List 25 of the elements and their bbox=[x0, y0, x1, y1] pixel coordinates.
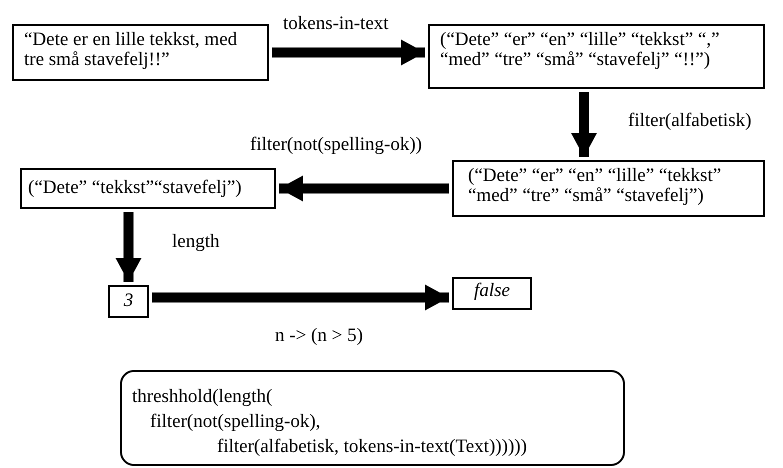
edge-label: length bbox=[172, 232, 220, 251]
edge-label: n -> (n > 5) bbox=[275, 326, 363, 345]
list-box bbox=[20, 168, 276, 209]
value-box bbox=[108, 285, 149, 318]
block-arrow bbox=[279, 176, 449, 202]
block-arrow bbox=[272, 40, 425, 66]
list-box bbox=[428, 24, 765, 89]
value-box bbox=[452, 277, 532, 310]
node-text: (“Dete” “er” “en” “lille” “tekkst” “,” “med” “tre” “små” “stavefelj” “!!”) bbox=[440, 30, 721, 70]
edge-label: tokens-in-text bbox=[283, 14, 389, 33]
code-text: threshhold(length( bbox=[132, 385, 274, 409]
edge-label: filter(alfabetisk) bbox=[628, 111, 752, 130]
list-box bbox=[12, 24, 269, 81]
node-text: 3 bbox=[122, 291, 134, 311]
block-arrow bbox=[116, 212, 142, 282]
node-text: “Dete er en lille tekkst, med tre små stavefelj!!” bbox=[24, 30, 238, 70]
list-box bbox=[452, 160, 765, 217]
code-text: filter(not(spelling-ok), bbox=[149, 410, 322, 434]
node-text: (“Dete” “tekkst”“stavefelj”) bbox=[28, 178, 243, 198]
node-text: (“Dete” “er” “en” “lille” “tekkst” “med” “tre” “små” “stavefelj”) bbox=[468, 166, 722, 206]
code-text: filter(alfabetisk, tokens-in-text(Text)))))) bbox=[216, 435, 528, 460]
edge-label: filter(not(spelling-ok)) bbox=[250, 135, 422, 154]
block-arrow bbox=[571, 92, 597, 157]
code-box bbox=[120, 370, 625, 466]
node-text: false bbox=[473, 281, 511, 301]
